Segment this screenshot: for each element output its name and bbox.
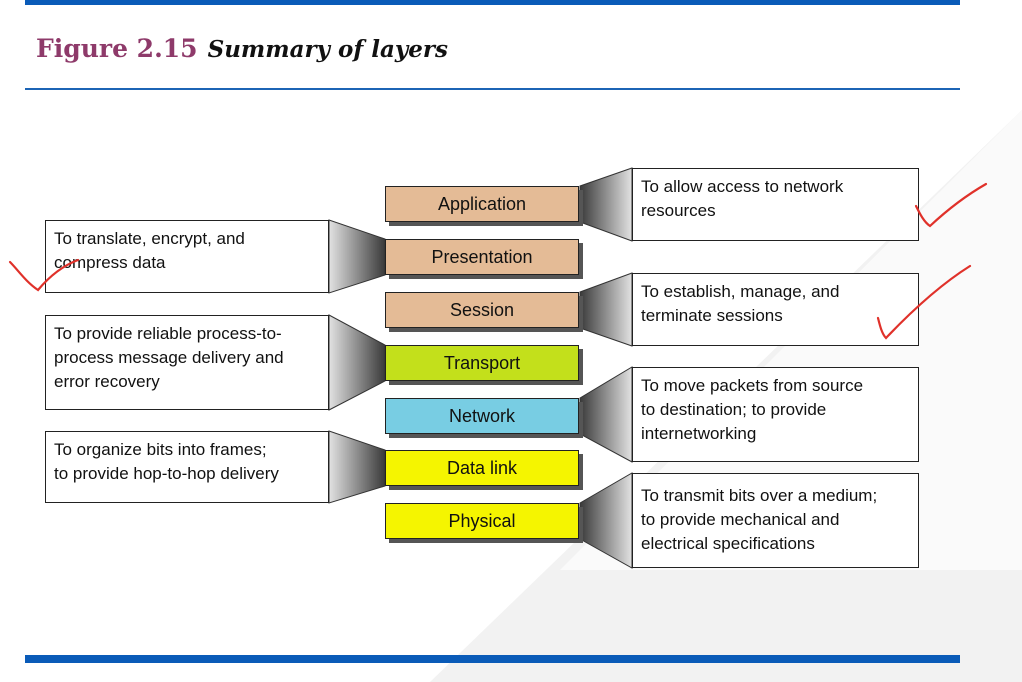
connector-network [579, 366, 633, 463]
desc-physical: To transmit bits over a medium; to provi… [632, 473, 919, 568]
connector-application [579, 167, 633, 242]
layer-presentation: Presentation [385, 239, 579, 275]
figure-number: Figure 2.15 [36, 34, 198, 63]
layer-application: Application [385, 186, 579, 222]
desc-line: To translate, encrypt, and [54, 229, 245, 248]
desc-line: terminate sessions [641, 306, 783, 325]
desc-session: To establish, manage, and terminate sess… [632, 273, 919, 346]
desc-line: To allow access to network [641, 177, 844, 196]
checkmark-icon [8, 258, 80, 292]
bottom-accent-bar [25, 655, 960, 663]
layer-transport: Transport [385, 345, 579, 381]
layer-network: Network [385, 398, 579, 434]
connector-presentation [328, 219, 386, 294]
layer-session: Session [385, 292, 579, 328]
desc-application: To allow access to network resources [632, 168, 919, 241]
desc-line: to provide hop-to-hop delivery [54, 464, 279, 483]
desc-line: error recovery [54, 372, 160, 391]
desc-line: To move packets from source [641, 376, 864, 395]
desc-line: internetworking [641, 424, 757, 443]
desc-line: To organize bits into frames; [54, 440, 267, 459]
connector-data-link [328, 430, 386, 504]
checkmark-icon [914, 182, 988, 228]
connector-transport [328, 314, 386, 411]
desc-line: To provide reliable process-to- [54, 324, 282, 343]
top-accent-bar [25, 0, 960, 5]
desc-line: To transmit bits over a medium; [641, 486, 878, 505]
connector-session [579, 272, 633, 347]
checkmark-icon [876, 264, 972, 340]
desc-line: to destination; to provide [641, 400, 827, 419]
layer-data-link: Data link [385, 450, 579, 486]
desc-network: To move packets from source to destinati… [632, 367, 919, 462]
desc-line: process message delivery and [54, 348, 284, 367]
desc-line: to provide mechanical and [641, 510, 840, 529]
desc-line: compress data [54, 253, 166, 272]
desc-line: electrical specifications [641, 534, 815, 553]
figure-caption: Summary of layers [207, 36, 448, 63]
title-rule [25, 88, 960, 90]
figure-title: Figure 2.15 Summary of layers [36, 34, 448, 63]
desc-presentation: To translate, encrypt, and compress data [45, 220, 329, 293]
layer-physical: Physical [385, 503, 579, 539]
desc-transport: To provide reliable process-to- process … [45, 315, 329, 410]
desc-line: To establish, manage, and [641, 282, 840, 301]
connector-physical [579, 472, 633, 569]
desc-line: resources [641, 201, 716, 220]
desc-data-link: To organize bits into frames; to provide… [45, 431, 329, 503]
